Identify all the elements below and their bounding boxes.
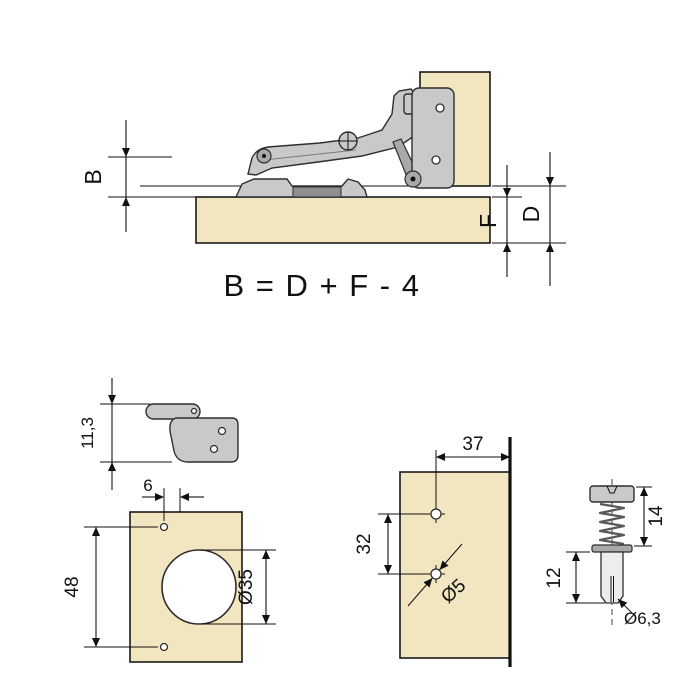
mounting-plate-view: Ø5 37 32 (354, 434, 512, 667)
hinge-base-insert (292, 186, 342, 198)
dim-6: 6 (142, 476, 204, 521)
dim-12: 12 (544, 551, 605, 604)
hinge-cup-plate (411, 87, 455, 189)
plate-pivot-hole (190, 407, 198, 415)
plate-hole-2 (209, 444, 219, 454)
plate-body (399, 471, 511, 659)
euro-screw-view: 14 12 Ø6,3 (544, 479, 667, 629)
formula-text: B = D + F - 4 (224, 268, 421, 303)
screw-flange (591, 544, 633, 553)
dim-o63: Ø6,3 (617, 598, 661, 628)
plate-hole-top (430, 508, 442, 520)
dim-label-b: B (80, 169, 106, 184)
dim-label-11-3: 11,3 (78, 417, 97, 449)
hinge-arm (247, 88, 415, 176)
cabinet-panel (195, 196, 491, 244)
screw-head (589, 485, 635, 503)
dim-label-o63: Ø6,3 (624, 609, 661, 628)
drilling-template-view: 6 48 Ø35 (62, 476, 276, 663)
dim-48: 48 (62, 526, 158, 648)
hinge-plate-side-view: 11,3 (78, 378, 239, 490)
dim-f: F (475, 165, 511, 277)
dim-11-3: 11,3 (78, 378, 172, 490)
dim-label-14: 14 (646, 505, 667, 527)
screw-slot (606, 485, 618, 494)
knuckle-pin (410, 176, 416, 182)
plate-body-side (169, 417, 239, 463)
dim-label-f: F (475, 214, 501, 228)
hinge-assembly-view: B F D (80, 71, 566, 286)
dim-label-d: D (518, 206, 544, 223)
dowel-body (600, 551, 624, 604)
dim-label-12: 12 (544, 567, 565, 588)
dim-14: 14 (634, 486, 667, 547)
template-screw-hole-bottom (159, 642, 169, 652)
template-screw-hole-top (159, 522, 169, 532)
dim-label-32: 32 (354, 533, 375, 554)
dim-label-6: 6 (143, 476, 152, 495)
screw-thread (598, 502, 626, 546)
dim-32: 32 (354, 513, 427, 575)
dim-label-48: 48 (62, 576, 83, 597)
cup-screw-hole-top (435, 103, 445, 113)
dim-b: B (80, 120, 130, 232)
cup-screw-hole-bottom (431, 155, 441, 165)
plate-hole-bottom (430, 568, 442, 580)
dim-cup-diameter: Ø35 (201, 549, 276, 625)
dim-d: D (518, 152, 554, 286)
dim-37: 37 (436, 434, 510, 461)
dim-label-o35: Ø35 (236, 569, 257, 605)
dim-label-37: 37 (462, 434, 483, 455)
cup-hole (161, 549, 237, 625)
plate-hole-1 (217, 426, 227, 436)
